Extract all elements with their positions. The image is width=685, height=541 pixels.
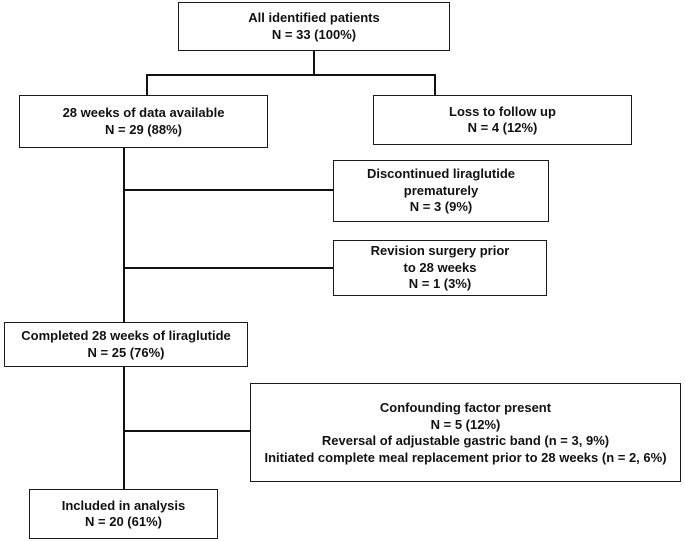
confounding-title: Confounding factor present	[379, 400, 552, 415]
connector-split-horizontal	[146, 74, 436, 76]
connector-discontinued-branch	[123, 189, 333, 191]
box-all-identified-patients: All identified patients N = 33 (100%)	[178, 2, 450, 51]
box-loss-to-follow-up: Loss to follow up N = 4 (12%)	[373, 95, 632, 145]
connector-main-stem-upper	[123, 148, 125, 322]
data-available-title: 28 weeks of data available	[62, 105, 225, 120]
confounding-detail-meal-replacement: Initiated complete meal replacement prio…	[264, 449, 667, 465]
box-completed-28-weeks: Completed 28 weeks of liraglutide N = 25…	[4, 322, 248, 367]
confounding-count: N = 5 (12%)	[430, 416, 501, 432]
included-count: N = 20 (61%)	[85, 514, 162, 529]
completed-title: Completed 28 weeks of liraglutide	[21, 328, 231, 343]
completed-count: N = 25 (76%)	[87, 344, 165, 360]
discontinued-count: N = 3 (9%)	[409, 199, 473, 215]
all-identified-title: All identified patients	[248, 10, 380, 25]
connector-confounding-branch	[123, 430, 250, 432]
box-revision-surgery: Revision surgery prior to 28 weeks N = 1…	[333, 240, 547, 296]
discontinued-title-line1: Discontinued liraglutide	[366, 166, 516, 182]
revision-count: N = 1 (3%)	[408, 276, 472, 292]
all-identified-count: N = 33 (100%)	[271, 26, 357, 42]
box-confounding-factor: Confounding factor present N = 5 (12%) R…	[250, 383, 681, 482]
loss-follow-up-count: N = 4 (12%)	[467, 120, 538, 135]
revision-title-line1: Revision surgery prior	[370, 243, 510, 259]
connector-revision-branch	[123, 267, 333, 269]
connector-main-stem-lower	[123, 367, 125, 489]
connector-top-stem	[313, 51, 315, 75]
box-data-available: 28 weeks of data available N = 29 (88%)	[19, 95, 268, 148]
data-available-count: N = 29 (88%)	[105, 121, 182, 137]
confounding-detail-gastric-band: Reversal of adjustable gastric band (n =…	[321, 433, 610, 448]
connector-left-drop	[146, 74, 148, 95]
revision-title-line2: to 28 weeks	[403, 259, 477, 275]
loss-follow-up-title: Loss to follow up	[449, 103, 556, 119]
discontinued-title-line2: prematurely	[403, 182, 479, 198]
box-included-in-analysis: Included in analysis N = 20 (61%)	[29, 489, 218, 539]
connector-right-drop	[434, 74, 436, 95]
included-title: Included in analysis	[61, 497, 186, 513]
box-discontinued-liraglutide: Discontinued liraglutide prematurely N =…	[333, 160, 549, 222]
